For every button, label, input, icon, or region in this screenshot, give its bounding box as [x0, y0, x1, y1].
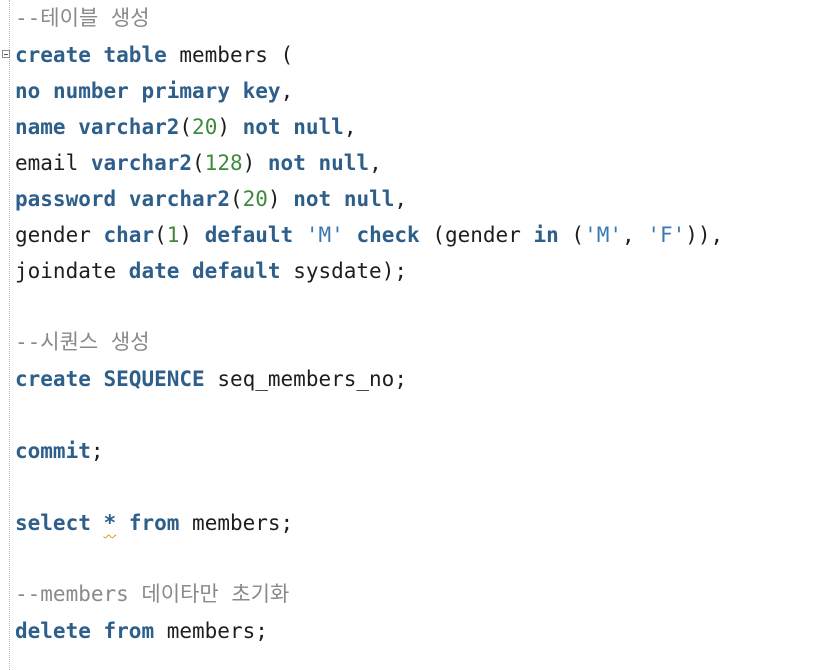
code-line[interactable]: select * from members; — [15, 508, 293, 538]
code-number: 20 — [242, 187, 268, 211]
code-keyword: key — [242, 79, 281, 103]
code-keyword: default — [204, 223, 294, 247]
code-text: ) — [242, 151, 268, 175]
code-text: ( — [229, 187, 243, 211]
code-keyword: null — [343, 187, 395, 211]
code-text: seq_members_no; — [204, 367, 407, 391]
code-keyword: create — [15, 367, 91, 391]
code-text — [230, 79, 243, 103]
code-keyword: null — [318, 151, 370, 175]
code-text: )), — [685, 223, 724, 247]
code-comment: --시퀀스 생성 — [15, 330, 150, 354]
code-line[interactable]: delete from members; — [15, 616, 268, 646]
code-line[interactable]: --members 데이타만 초기화 — [15, 579, 289, 609]
code-text: ) — [179, 223, 205, 247]
code-text: ; — [90, 439, 104, 463]
code-line[interactable]: commit; — [15, 436, 104, 466]
code-gutter — [9, 0, 10, 670]
code-text — [179, 259, 192, 283]
code-text — [344, 223, 357, 247]
code-keyword: varchar2 — [78, 115, 180, 139]
code-keyword: table — [103, 43, 167, 67]
code-text: joindate — [15, 259, 129, 283]
code-line[interactable]: create table members ( — [15, 40, 293, 70]
code-line[interactable]: --시퀀스 생성 — [15, 327, 150, 357]
code-string: 'F' — [647, 223, 686, 247]
code-text: , — [369, 151, 382, 175]
code-text — [281, 115, 294, 139]
code-string: 'M' — [305, 223, 344, 247]
code-line[interactable]: name varchar2(20) not null, — [15, 112, 356, 142]
code-keyword: select — [15, 511, 91, 535]
code-text: members; — [179, 511, 294, 535]
code-keyword: commit — [15, 439, 91, 463]
code-keyword: name — [15, 115, 66, 139]
code-number: 1 — [166, 223, 180, 247]
code-keyword: check — [356, 223, 420, 247]
code-keyword: create — [15, 43, 91, 67]
code-text: , — [622, 223, 648, 247]
code-text — [40, 79, 53, 103]
code-text: (gender — [419, 223, 534, 247]
code-text: ( — [558, 223, 585, 247]
code-string: 'M' — [584, 223, 623, 247]
code-text: sysdate); — [280, 259, 407, 283]
code-text — [129, 79, 142, 103]
code-text: , — [343, 115, 357, 139]
code-keyword: varchar2 — [90, 151, 193, 175]
code-keyword: * — [103, 511, 117, 535]
code-text — [331, 187, 344, 211]
code-keyword: primary — [141, 79, 230, 103]
code-line[interactable]: password varchar2(20) not null, — [15, 184, 407, 214]
code-comment: --members 데이타만 초기화 — [15, 582, 290, 606]
code-line[interactable]: create SEQUENCE seq_members_no; — [15, 364, 407, 394]
code-keyword: char — [103, 223, 155, 247]
code-text: , — [394, 187, 408, 211]
code-keyword: not — [267, 151, 306, 175]
code-text — [116, 187, 129, 211]
code-line[interactable]: email varchar2(128) not null, — [15, 148, 382, 178]
code-text — [306, 151, 319, 175]
code-keyword: from — [128, 511, 180, 535]
code-line[interactable]: no number primary key, — [15, 76, 293, 106]
code-keyword: delete — [15, 619, 91, 643]
code-text: ) — [267, 187, 294, 211]
code-text: members; — [154, 619, 268, 643]
code-text — [91, 43, 104, 67]
code-comment: --테이블 생성 — [15, 6, 150, 30]
code-text: , — [280, 79, 294, 103]
code-keyword: varchar2 — [128, 187, 230, 211]
code-keyword: SEQUENCE — [103, 367, 205, 391]
code-keyword: password — [15, 187, 117, 211]
code-text: ( — [192, 151, 205, 175]
code-line[interactable]: --테이블 생성 — [15, 3, 150, 33]
code-text: gender — [15, 223, 104, 247]
code-text — [91, 511, 104, 535]
code-text: email — [15, 151, 91, 175]
code-line[interactable]: gender char(1) default 'M' check (gender… — [15, 220, 723, 250]
code-keyword: default — [192, 259, 281, 283]
code-keyword: no — [15, 79, 41, 103]
code-text — [293, 223, 306, 247]
code-text: ( — [179, 115, 193, 139]
code-keyword: date — [128, 259, 180, 283]
code-keyword: in — [533, 223, 559, 247]
code-text — [91, 619, 104, 643]
code-text: ) — [217, 115, 243, 139]
code-text: members ( — [166, 43, 294, 67]
code-number: 128 — [204, 151, 243, 175]
code-text — [91, 367, 104, 391]
code-keyword: from — [103, 619, 155, 643]
code-text — [116, 511, 129, 535]
code-keyword: not — [242, 115, 281, 139]
code-keyword: number — [52, 79, 129, 103]
code-text: ( — [154, 223, 167, 247]
code-keyword: not — [293, 187, 332, 211]
code-number: 20 — [192, 115, 218, 139]
code-text — [66, 115, 79, 139]
code-line[interactable]: joindate date default sysdate); — [15, 256, 407, 286]
code-keyword: null — [293, 115, 344, 139]
collapse-icon[interactable] — [2, 50, 10, 58]
